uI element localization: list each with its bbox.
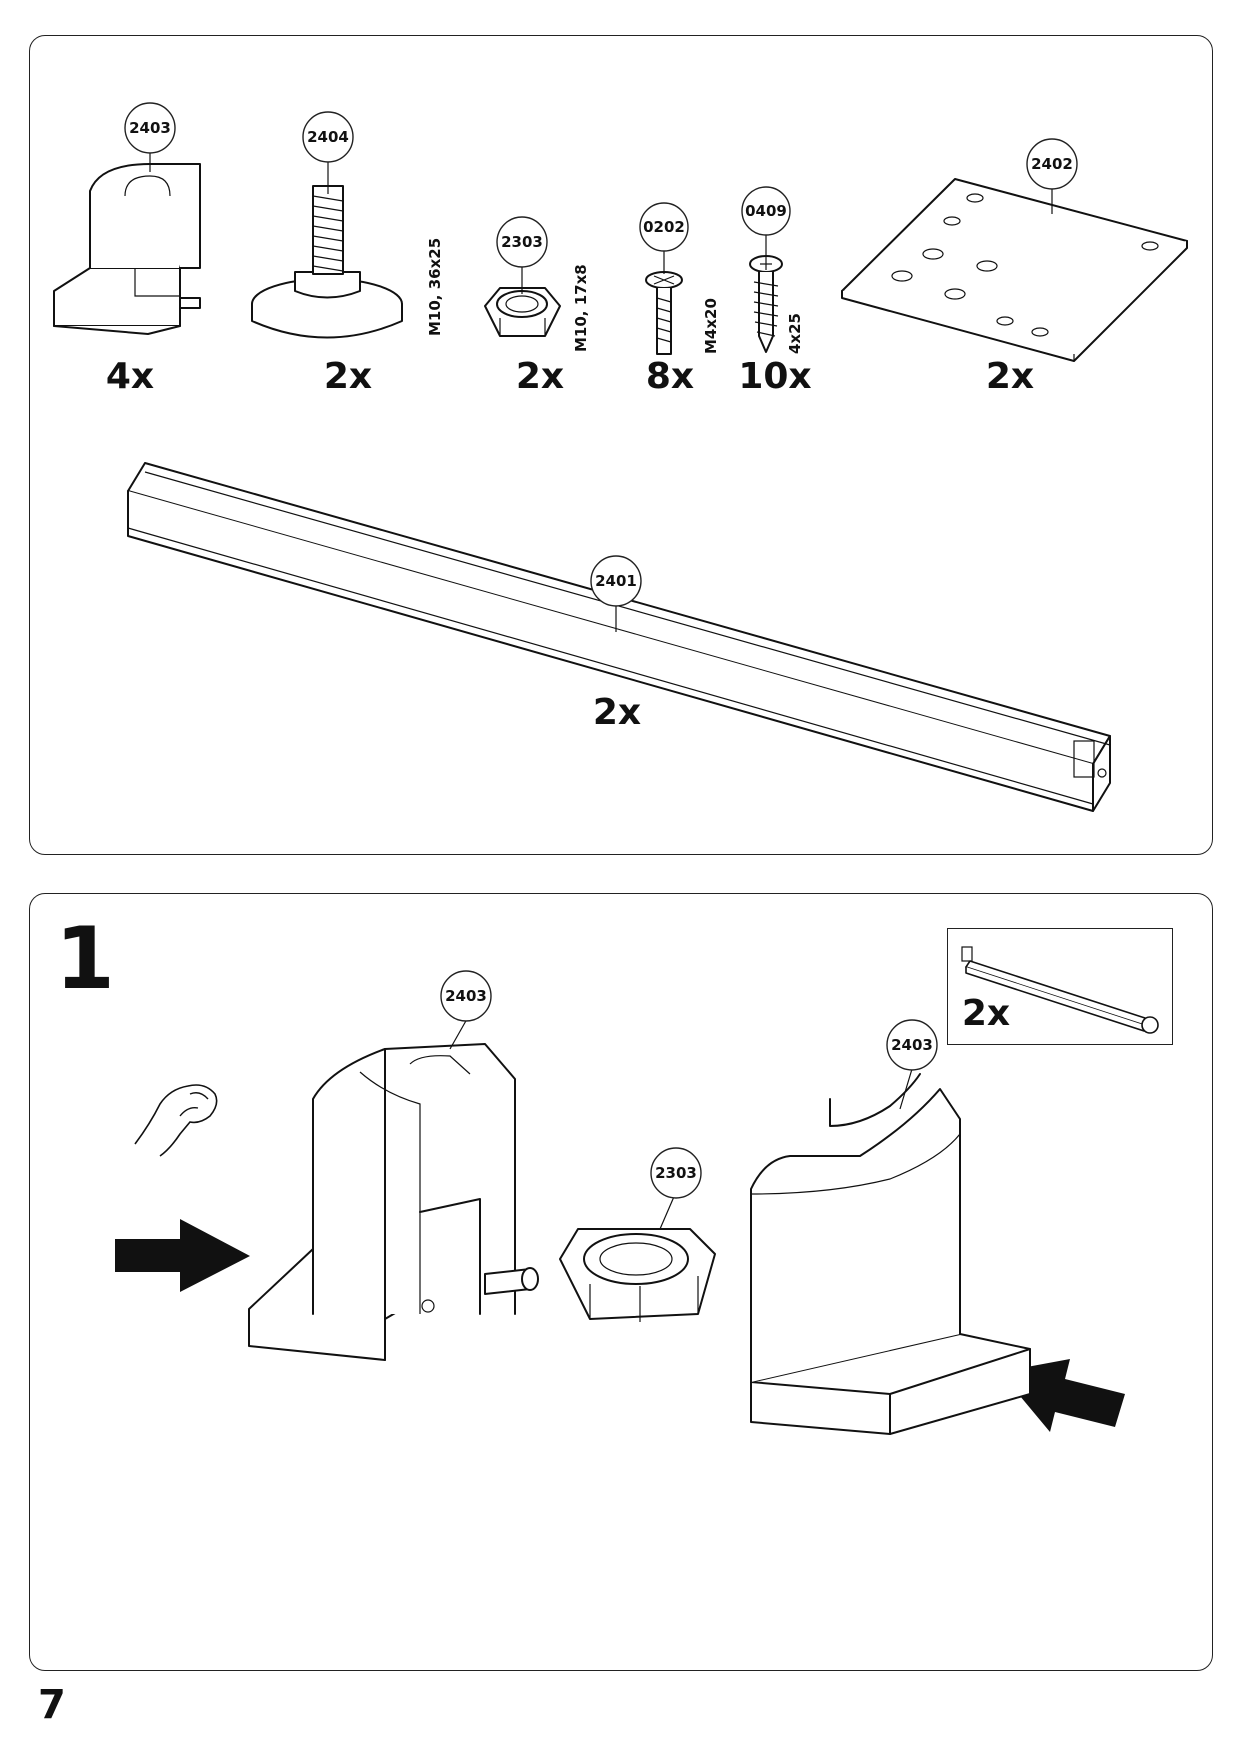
- part-0409-callout: 0409: [741, 186, 791, 236]
- part-0202-qty: 8x: [646, 356, 694, 397]
- part-2401-callout: 2401: [590, 555, 642, 607]
- part-2303-drawing: [484, 264, 561, 337]
- page-number: 7: [38, 1682, 66, 1728]
- inset-tube-reference: 2x: [947, 928, 1173, 1045]
- callout-2403-right-label: 2403: [891, 1036, 933, 1054]
- parts-list-panel: 2403 4x 2404 M10, 36x25 2x 2303 M10, 17x…: [29, 35, 1213, 855]
- part-0202-callout: 0202: [639, 202, 689, 252]
- part-2401-id: 2401: [595, 572, 637, 590]
- part-2404-spec: M10, 36x25: [426, 238, 444, 336]
- callout-2303-label: 2303: [655, 1164, 697, 1182]
- inset-tube-icon: 2x: [961, 946, 1159, 1034]
- callout-2403-right: 2403: [886, 1019, 938, 1071]
- part-2403-id: 2403: [129, 119, 171, 137]
- part-0409-qty: 10x: [738, 356, 811, 397]
- part-2404-drawing: [251, 148, 403, 339]
- part-2401-qty: 2x: [593, 692, 641, 733]
- part-0202-spec: M4x20: [702, 298, 720, 354]
- part-0409-drawing: [749, 234, 783, 353]
- part-0202-id: 0202: [643, 218, 685, 236]
- part-0409-spec: 4x25: [786, 313, 804, 354]
- part-2404-callout: 2404: [302, 111, 354, 163]
- part-2303-qty: 2x: [516, 356, 564, 397]
- hand-icon: [134, 1084, 218, 1157]
- part-2403-qty: 4x: [106, 356, 154, 397]
- step-1-illustration: 2403 2303 2403: [115, 970, 1125, 1435]
- arrow-right-icon: [115, 1219, 250, 1292]
- step-1-panel: 1 2x: [29, 893, 1213, 1671]
- step-number: 1: [55, 909, 115, 1009]
- part-2404-qty: 2x: [324, 356, 372, 397]
- callout-2403-left: 2403: [440, 970, 492, 1022]
- callout-2303: 2303: [650, 1147, 702, 1199]
- part-2403-drawing: [53, 124, 201, 335]
- inset-qty: 2x: [962, 993, 1010, 1034]
- part-2403-callout: 2403: [124, 102, 176, 154]
- part-2303-callout: 2303: [496, 216, 548, 268]
- nut-2303: [559, 1191, 716, 1322]
- parts-illustration: 2403 4x 2404 M10, 36x25 2x 2303 M10, 17x…: [53, 102, 1188, 812]
- part-2401-drawing: [127, 462, 1111, 812]
- bracket-2403-right: [750, 1068, 1031, 1435]
- part-0409-id: 0409: [745, 202, 787, 220]
- part-2402-callout: 2402: [1026, 138, 1078, 190]
- part-2303-spec: M10, 17x8: [572, 264, 590, 352]
- arrow-left-icon: [1000, 1359, 1125, 1432]
- bracket-2403-left: [248, 1018, 539, 1361]
- part-2402-qty: 2x: [986, 356, 1034, 397]
- part-2404-id: 2404: [307, 128, 349, 146]
- part-2303-id: 2303: [501, 233, 543, 251]
- part-0202-drawing: [645, 250, 683, 355]
- part-2402-drawing: [841, 178, 1188, 362]
- part-2402-id: 2402: [1031, 155, 1073, 173]
- callout-2403-left-label: 2403: [445, 987, 487, 1005]
